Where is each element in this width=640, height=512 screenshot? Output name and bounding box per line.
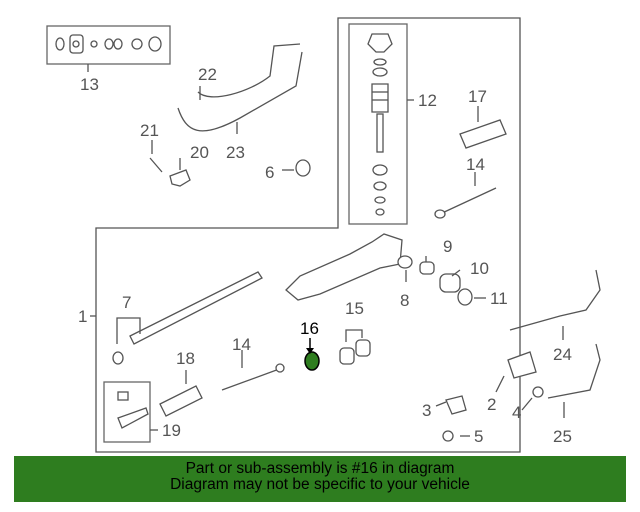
boot-18: [159, 385, 203, 417]
label-8: 8: [400, 291, 409, 310]
label-12: 12: [418, 91, 437, 110]
notice-banner: Part or sub-assembly is #16 in diagram D…: [14, 456, 626, 502]
bushing-15a: [339, 347, 355, 365]
pressure-line-22: [197, 43, 301, 98]
label-18: 18: [176, 349, 195, 368]
boot-17: [459, 119, 507, 149]
pressure-line-23: [177, 51, 303, 132]
label-9: 9: [443, 237, 452, 256]
label-6: 6: [265, 163, 274, 182]
tie-rod-14-lower: [221, 367, 283, 391]
bolt-4: [532, 386, 544, 398]
cap-6: [295, 159, 311, 177]
tie-rod-14-upper: [439, 187, 497, 215]
washer-11: [457, 288, 473, 306]
bushing-9: [419, 261, 435, 275]
bolt-5: [442, 430, 454, 442]
label-23: 23: [226, 143, 245, 162]
rack-housing: [285, 233, 403, 301]
label-2: 2: [487, 395, 496, 414]
label-3: 3: [422, 401, 431, 420]
label-20: 20: [190, 143, 209, 162]
label-17: 17: [468, 87, 487, 106]
bolt-21: [149, 157, 163, 173]
label-15: 15: [345, 299, 364, 318]
label-25: 25: [553, 427, 572, 446]
label-19: 19: [162, 421, 181, 440]
label-14-upper: 14: [466, 155, 485, 174]
parts-diagram: 13 22 23 21 20 6 12 17 14 1 7 9 8 10 11 …: [46, 17, 601, 453]
label-22: 22: [198, 65, 217, 84]
return-line-25: [547, 343, 601, 399]
label-13: 13: [80, 75, 99, 94]
bushing-15b: [355, 339, 371, 357]
assembly-outline: [95, 17, 521, 453]
label-4: 4: [512, 403, 521, 422]
part-16-highlight: [304, 351, 320, 371]
label-5: 5: [474, 427, 483, 446]
seal-kit-parts: [55, 34, 162, 54]
label-21: 21: [140, 121, 159, 140]
bracket-20: [169, 169, 191, 187]
label-7: 7: [122, 293, 131, 312]
banner-line-2: Diagram may not be specific to your vehi…: [170, 476, 470, 493]
rack-7: [129, 271, 263, 345]
leader-lines: [87, 64, 565, 437]
label-24: 24: [553, 345, 572, 364]
label-16: 16: [300, 319, 319, 338]
banner-line-1: Part or sub-assembly is #16 in diagram: [185, 460, 455, 477]
label-10: 10: [470, 259, 489, 278]
bracket-3: [445, 395, 467, 415]
label-14-lower: 14: [232, 335, 251, 354]
label-1: 1: [78, 307, 87, 326]
mount-10: [439, 273, 461, 293]
label-11: 11: [490, 289, 508, 308]
bracket-2: [507, 351, 537, 379]
valve-assembly-parts: [367, 33, 393, 216]
bushing-8: [397, 255, 413, 269]
return-line-24: [509, 269, 601, 331]
